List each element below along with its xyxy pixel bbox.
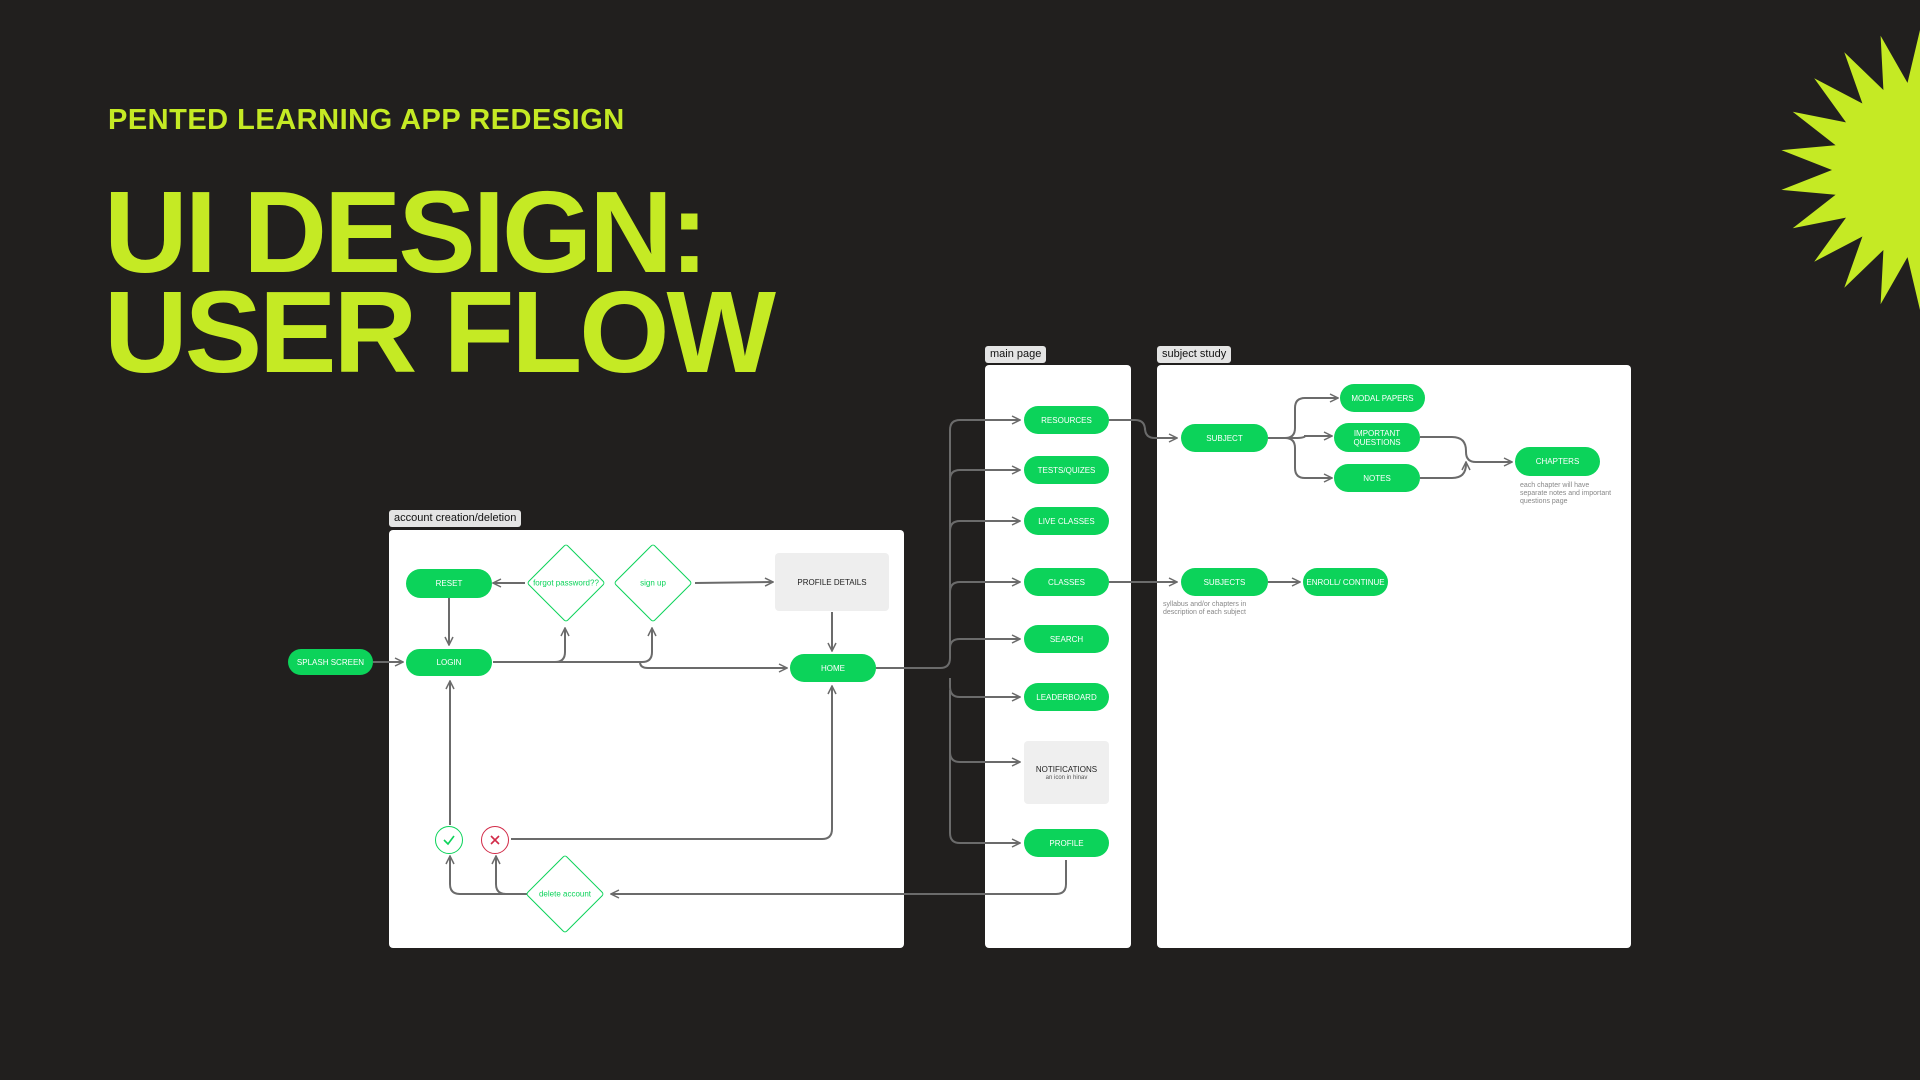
node-reset[interactable]: RESET <box>406 569 492 598</box>
node-modal-papers[interactable]: MODAL PAPERS <box>1340 384 1425 412</box>
node-search[interactable]: SEARCH <box>1024 625 1109 653</box>
page-title-line-1: UI DESIGN: <box>104 167 709 297</box>
node-notifications[interactable]: NOTIFICATIONS an icon in hinav <box>1024 741 1109 804</box>
node-notifications-label: NOTIFICATIONS <box>1035 764 1098 774</box>
status-approve[interactable] <box>435 826 463 854</box>
node-splash-screen[interactable]: SPLASH SCREEN <box>288 649 373 675</box>
node-login[interactable]: LOGIN <box>406 649 492 676</box>
node-profile[interactable]: PROFILE <box>1024 829 1109 857</box>
node-subject[interactable]: SUBJECT <box>1181 424 1268 452</box>
node-tests-quizes[interactable]: TESTS/QUIZES <box>1024 456 1109 484</box>
frame-label-subject: subject study <box>1157 346 1232 363</box>
node-live-classes[interactable]: LIVE CLASSES <box>1024 507 1109 535</box>
node-notifications-sub: an icon in hinav <box>1045 774 1088 781</box>
node-enroll-continue[interactable]: ENROLL/ CONTINUE <box>1303 568 1388 596</box>
node-classes[interactable]: CLASSES <box>1024 568 1109 596</box>
page-title-line-2: USER FLOW <box>104 267 776 397</box>
starburst-icon <box>1781 30 1920 310</box>
node-notes[interactable]: NOTES <box>1334 464 1420 492</box>
node-subjects[interactable]: SUBJECTS <box>1181 568 1268 596</box>
decision-forgot-password-label: forgot password?? <box>533 578 599 588</box>
note-chapters: each chapter will have separate notes an… <box>1520 482 1612 505</box>
frame-main-page <box>985 365 1131 948</box>
eyebrow-title: PENTED LEARNING APP REDESIGN <box>108 104 625 136</box>
page-title: UI DESIGN: USER FLOW <box>104 167 776 397</box>
frame-label-account: account creation/deletion <box>389 510 522 527</box>
decision-sign-up-label: sign up <box>640 578 666 588</box>
check-icon <box>443 835 455 846</box>
close-icon <box>490 835 500 845</box>
decision-delete-account-label: delete account <box>538 889 592 899</box>
note-subjects: syllabus and/or chapters in description … <box>1163 601 1247 616</box>
status-reject[interactable] <box>481 826 509 854</box>
node-chapters[interactable]: CHAPTERS <box>1515 447 1600 476</box>
node-profile-details[interactable]: PROFILE DETAILS <box>775 553 889 611</box>
node-home[interactable]: HOME <box>790 654 876 682</box>
node-leaderboard[interactable]: LEADERBOARD <box>1024 683 1109 711</box>
node-important-questions[interactable]: IMPORTANT QUESTIONS <box>1334 423 1420 452</box>
node-resources[interactable]: RESOURCES <box>1024 406 1109 434</box>
frame-label-main: main page <box>985 346 1047 363</box>
